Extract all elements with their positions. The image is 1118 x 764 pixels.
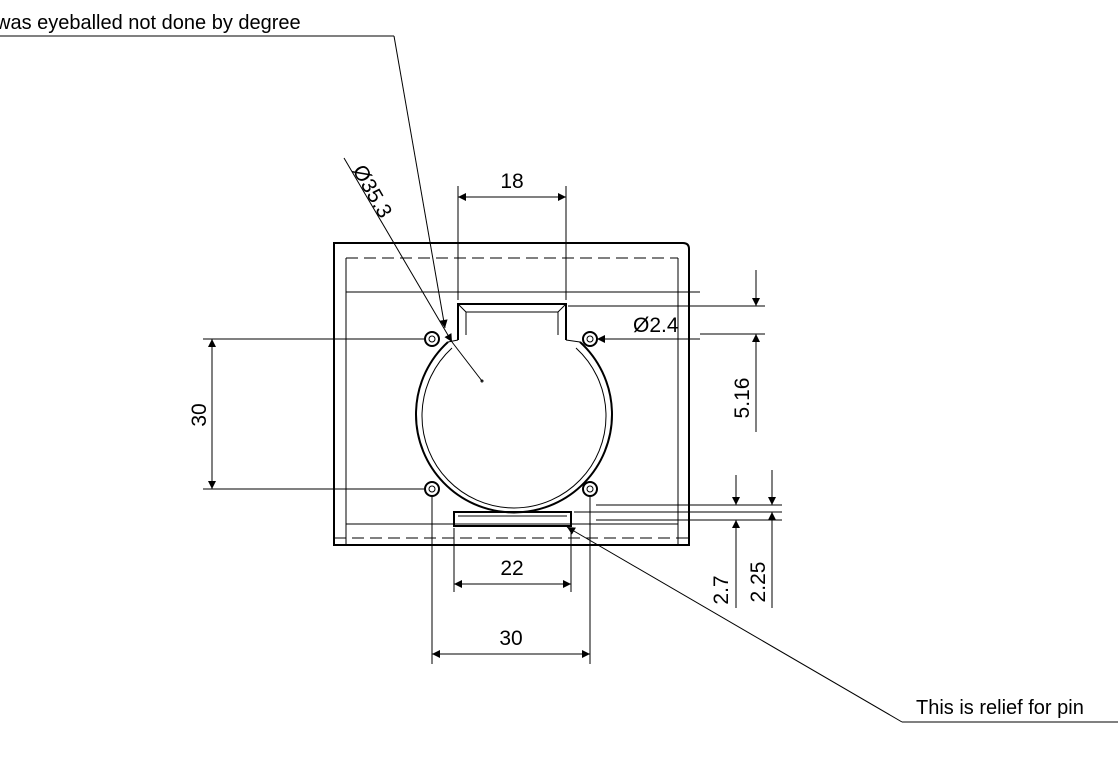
part-body [333, 242, 700, 546]
slot-left-edge [447, 339, 459, 343]
top-note: was eyeballed not done by degree [0, 12, 448, 329]
dim-top-width-text: 18 [500, 170, 523, 193]
slot-chamfer-right [557, 303, 567, 313]
bore-inner-arc [421, 347, 607, 509]
dim-small-diameter-text: Ø2.4 [633, 314, 679, 337]
dim-big-diameter-text: Ø35.3 [348, 161, 397, 222]
slot-right-edge [565, 339, 581, 343]
top-note-text: was eyeballed not done by degree [0, 12, 301, 34]
dim-small-offsets: 2.7 2.25 [574, 470, 782, 608]
dim-big-diameter: Ø35.3 [343, 157, 483, 382]
dim-slot-width-text: 22 [500, 557, 523, 580]
dim-bottom-width-text: 30 [499, 627, 522, 650]
pin-hole-top-right [582, 331, 598, 347]
top-note-leader [393, 35, 448, 329]
dim-offset-b-text: 2.25 [747, 562, 770, 603]
relief-slot [453, 511, 572, 527]
pin-holes [424, 331, 598, 497]
dim-left-height: 30 [188, 338, 424, 490]
pin-hole-bottom-right [582, 481, 598, 497]
slot-chamfer-left [457, 303, 467, 313]
slot-outline [457, 303, 567, 340]
top-slot [447, 303, 581, 343]
bore-center-mark [480, 379, 484, 383]
dim-right-height: 5.16 [568, 270, 765, 432]
dim-offset-a-text: 2.7 [710, 575, 733, 604]
dim-left-height-text: 30 [188, 403, 211, 426]
pin-hole-bottom-left [424, 481, 440, 497]
dim-slot-width: 22 [453, 528, 572, 592]
dim-top-width: 18 [457, 170, 567, 300]
slot-inner [465, 311, 559, 335]
relief-slot-rect [453, 511, 572, 527]
dim-right-height-text: 5.16 [731, 378, 754, 419]
dim-small-diameter: Ø2.4 [597, 314, 700, 343]
relief-note: This is relief for pin [566, 526, 1118, 723]
relief-note-text: This is relief for pin [916, 697, 1084, 719]
dim-bottom-width: 30 [431, 497, 591, 664]
outer-outline [333, 242, 690, 546]
pin-hole-top-left [424, 331, 440, 347]
